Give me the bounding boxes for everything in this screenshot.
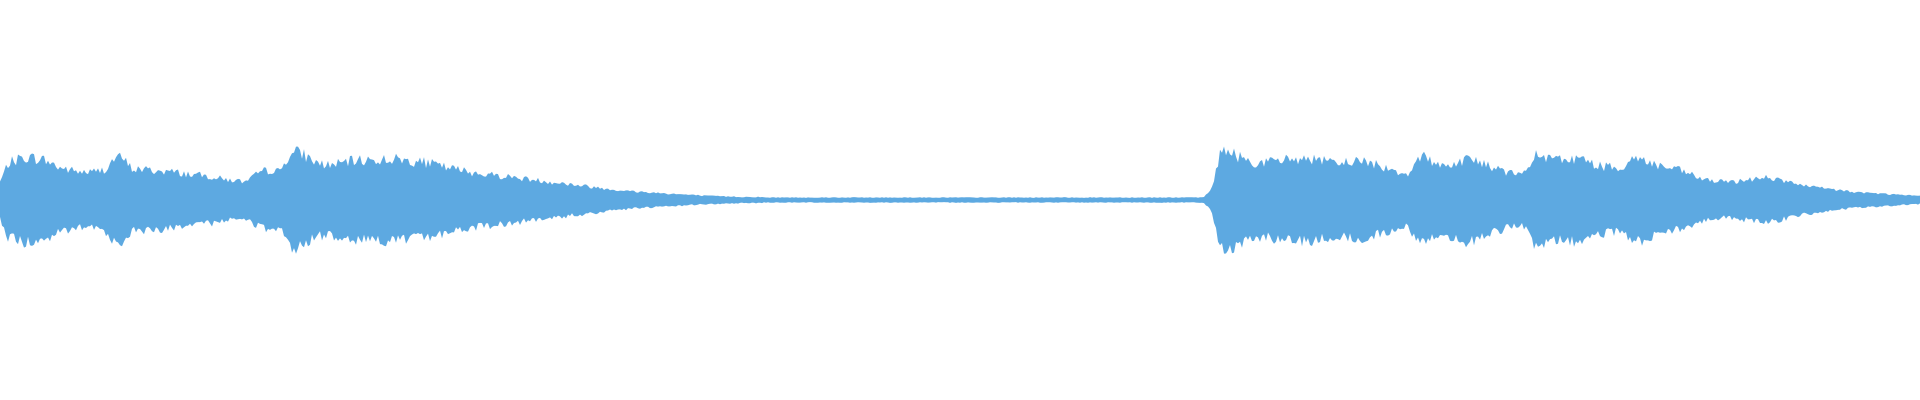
waveform-shape bbox=[0, 146, 1920, 254]
